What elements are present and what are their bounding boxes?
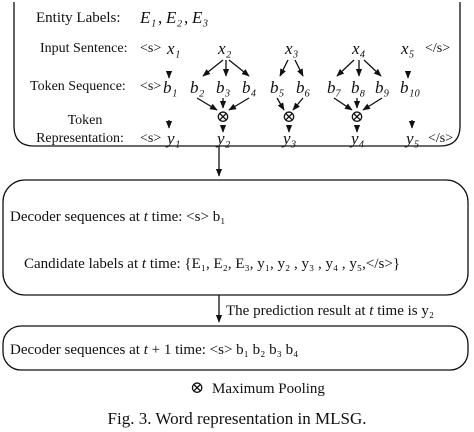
token-b7: b₇ [327, 78, 342, 97]
token-representation-caption-line2: Representation: [36, 131, 124, 146]
candidate-labels-text: Candidate labels at t time: {E₁, E₂, E₃,… [24, 256, 400, 272]
bottom-panel-frame [2, 325, 469, 371]
rep-token-y5: y₅ [404, 129, 420, 148]
figure-caption: Fig. 3. Word representation in MLSG. [108, 409, 367, 428]
top-panel-frame [13, 2, 461, 147]
token-to-pool-arrows [165, 97, 416, 129]
token-b5: b₅ [270, 78, 285, 97]
input-token-x4: x₄ [351, 39, 366, 58]
pool-to-representation-arrows [219, 124, 361, 133]
token-b4: b₄ [242, 78, 257, 97]
token-b1: b₁ [163, 78, 177, 97]
rep-token-y2: y₂ [215, 129, 231, 148]
legend-pool-icon: ⊗ [190, 378, 204, 397]
input-token-bos: <s> [140, 41, 161, 56]
entity-label-sep: , [184, 8, 188, 27]
rep-token-bos: <s> [140, 131, 161, 146]
input-token-x1: x₁ [166, 39, 180, 58]
token-sequence-caption: Token Sequence: [30, 79, 126, 94]
max-pool-icon: ⊗ [216, 107, 230, 126]
token-bos: <s> [140, 79, 161, 94]
token-b3: b₃ [216, 78, 231, 97]
token-representation-caption-line1: Token [68, 113, 103, 128]
entity-label-e3: E₃ [191, 8, 208, 27]
decoder-sequence-text: Decoder sequences at t time: <s> b₁ [10, 209, 225, 225]
input-token-eos: </s> [425, 41, 450, 56]
middle-panel-frame [2, 179, 469, 296]
max-pool-icon: ⊗ [282, 107, 296, 126]
input-sentence-caption: Input Sentence: [40, 41, 127, 56]
rep-token-y1: y₁ [165, 129, 180, 148]
input-to-token-arrows [165, 59, 412, 79]
entity-label-e2: E₂ [165, 8, 182, 27]
input-token-x3: x₃ [284, 39, 299, 58]
decoder-sequence-next-text: Decoder sequences at t + 1 time: <s> b₁ … [10, 342, 298, 358]
rep-token-y3: y₃ [281, 129, 297, 148]
token-b2: b₂ [190, 78, 205, 97]
entity-label-e1: E₁ [139, 8, 156, 27]
token-b10: b₁₀ [400, 78, 420, 97]
token-b9: b₉ [375, 78, 390, 97]
entity-label-sep: , [158, 8, 162, 27]
input-token-x2: x₂ [217, 39, 232, 58]
token-b8: b₈ [351, 78, 366, 97]
prediction-result-text: The prediction result at t time is y₂ [226, 303, 434, 319]
legend-label: Maximum Pooling [212, 381, 325, 397]
rep-token-y4: y₄ [349, 129, 365, 148]
rep-token-eos: </s> [428, 131, 453, 146]
entity-labels-caption: Entity Labels: [36, 10, 121, 26]
token-b6: b₆ [296, 78, 311, 97]
input-token-x5: x₅ [400, 39, 415, 58]
max-pool-icon: ⊗ [350, 107, 364, 126]
